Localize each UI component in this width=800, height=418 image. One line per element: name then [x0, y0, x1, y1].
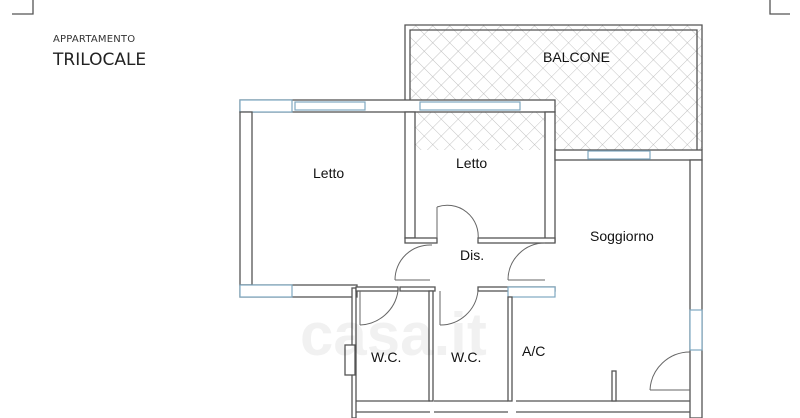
room-label-wc-2: W.C.	[451, 349, 481, 365]
window	[507, 286, 556, 298]
wall	[428, 290, 434, 402]
wall-left	[239, 111, 253, 286]
wall	[355, 286, 399, 292]
window	[419, 101, 521, 111]
window	[689, 309, 703, 351]
room-label-letto-2: Letto	[456, 155, 487, 171]
wall	[477, 237, 556, 244]
window	[239, 99, 293, 113]
room-label-wc-1: W.C.	[371, 349, 401, 365]
room-label-balcone: BALCONE	[543, 49, 610, 65]
crop-mark-right	[769, 0, 790, 15]
apartment-title: TRILOCALE	[53, 50, 147, 70]
apartment-type-label: APPARTAMENTO	[53, 34, 136, 45]
crop-mark-left	[12, 0, 34, 15]
watermark: casa.it	[300, 301, 487, 368]
wall	[404, 237, 438, 244]
wall-right	[689, 159, 703, 418]
balcony	[404, 24, 703, 150]
doors	[359, 204, 691, 391]
room-label-soggiorno: Soggiorno	[590, 228, 654, 244]
wall-bottom	[356, 400, 690, 413]
window	[344, 344, 356, 376]
room-label-ac: A/C	[522, 343, 545, 359]
wall	[399, 286, 436, 292]
window	[239, 284, 293, 298]
wall	[544, 111, 556, 243]
wall	[507, 296, 513, 402]
window	[294, 101, 366, 111]
balcony-door	[587, 150, 651, 160]
room-label-letto-1: Letto	[313, 165, 344, 181]
room-label-disimpegno: Dis.	[460, 247, 484, 263]
wall	[404, 111, 416, 239]
wall	[611, 370, 617, 402]
